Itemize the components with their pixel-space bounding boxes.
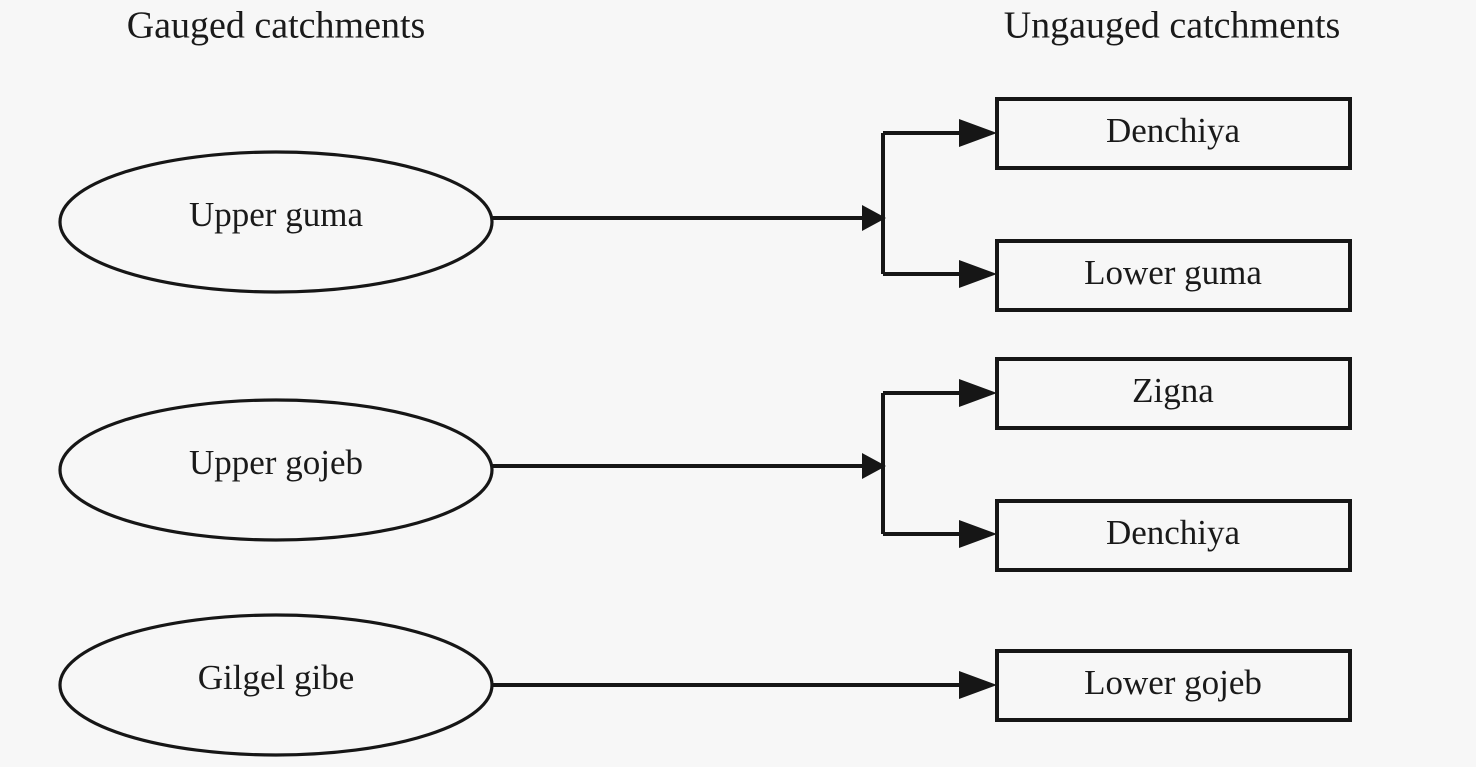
edge-upper-guma-trunk [492, 205, 886, 231]
arrow-head-icon [959, 260, 997, 288]
column-header-gauged: Gauged catchments [127, 5, 426, 47]
node-upper-gojeb[interactable]: Upper gojeb [58, 398, 494, 542]
node-denchiya-2[interactable]: Denchiya [995, 499, 1352, 572]
arrow-head-icon [959, 520, 997, 548]
ellipse-shape-upper-guma [58, 150, 494, 294]
edge-gilgel-gibe-to-lower-gojeb [492, 671, 997, 699]
node-label-lower-gojeb: Lower gojeb [1084, 663, 1262, 702]
box-shape-lower-guma [995, 239, 1352, 312]
arrow-head-icon [862, 453, 886, 479]
node-zigna[interactable]: Zigna [995, 357, 1352, 430]
node-label-zigna: Zigna [1132, 371, 1214, 410]
arrow-head-icon [959, 119, 997, 147]
node-upper-guma[interactable]: Upper guma [58, 150, 494, 294]
node-denchiya-1[interactable]: Denchiya [995, 97, 1352, 170]
arrow-head-icon [862, 205, 886, 231]
arrow-head-icon [959, 671, 997, 699]
node-gilgel-gibe[interactable]: Gilgel gibe [58, 613, 494, 757]
node-label-gilgel-gibe: Gilgel gibe [198, 658, 355, 697]
node-label-lower-guma: Lower guma [1084, 253, 1262, 292]
box-shape-zigna [995, 357, 1352, 430]
node-lower-gojeb[interactable]: Lower gojeb [995, 649, 1352, 722]
box-shape-denchiya-2 [995, 499, 1352, 572]
box-shape-lower-gojeb [995, 649, 1352, 722]
arrow-head-icon [959, 379, 997, 407]
node-label-upper-gojeb: Upper gojeb [189, 443, 363, 482]
node-label-upper-guma: Upper guma [189, 195, 363, 234]
edge-upper-guma-branches [881, 119, 997, 288]
box-shape-denchiya-1 [995, 97, 1352, 170]
node-label-denchiya-1: Denchiya [1106, 111, 1241, 150]
edge-upper-gojeb-branches [881, 379, 997, 548]
ellipse-shape-upper-gojeb [58, 398, 494, 542]
node-label-denchiya-2: Denchiya [1106, 513, 1241, 552]
edge-upper-gojeb-trunk [492, 453, 886, 479]
column-header-ungauged: Ungauged catchments [1004, 5, 1341, 47]
node-lower-guma[interactable]: Lower guma [995, 239, 1352, 312]
